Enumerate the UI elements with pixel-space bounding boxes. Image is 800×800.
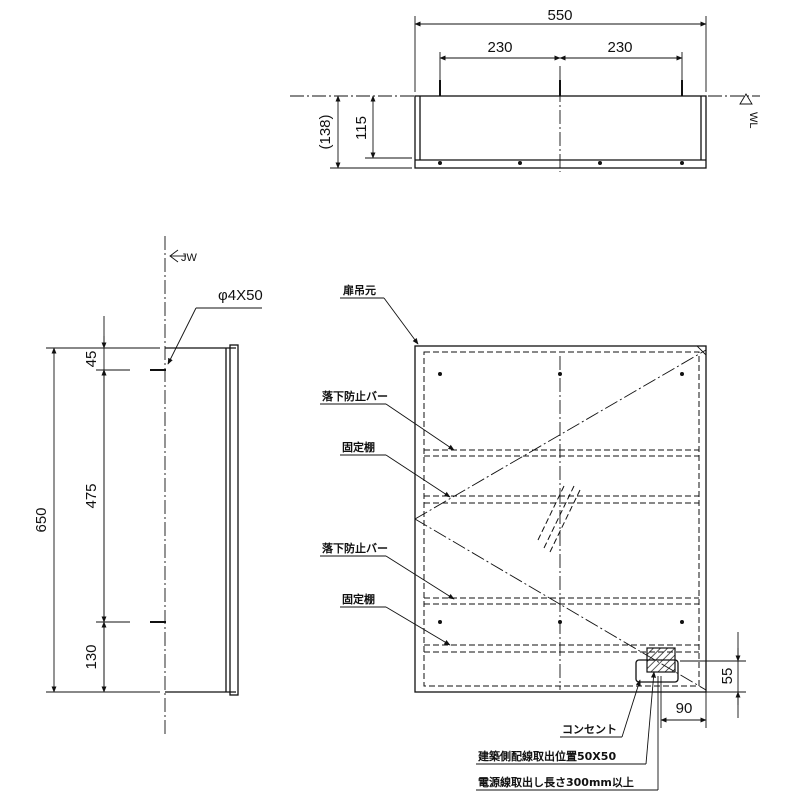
top-view: 550 230 230 WL (138) 115	[290, 7, 760, 172]
label-drop-bar-2: 落下防止バー	[322, 541, 388, 555]
label-cord-length: 電源線取出し長さ300mm以上	[478, 775, 634, 789]
label-wiring-position: 建築側配線取出位置50X50	[478, 749, 616, 763]
dim-total-height: 650	[33, 507, 50, 532]
wl-label: WL	[747, 112, 759, 129]
dim-middle: 475	[83, 483, 100, 508]
jw-label: JW	[181, 252, 198, 264]
label-drop-bar-1: 落下防止バー	[322, 389, 388, 403]
front-view: 扉吊元 落下防止バー 固定棚 落下防止バー 固定棚 55 90 コンセント 建築…	[320, 283, 746, 791]
dim-outlet-offset: 90	[676, 700, 693, 717]
label-outlet: コンセント	[562, 723, 617, 736]
dim-depth-inner: 115	[353, 116, 370, 140]
dim-bottom: 130	[83, 644, 100, 669]
dim-right-span: 230	[607, 39, 632, 56]
side-view: JW φ4X50 650 45 475 130	[33, 236, 263, 734]
dim-depth-total: (138)	[317, 114, 334, 149]
dim-left-span: 230	[487, 39, 512, 56]
dim-overall-width: 550	[547, 7, 572, 24]
dim-outlet-height: 55	[719, 668, 736, 685]
label-fixed-shelf-2: 固定棚	[342, 592, 375, 606]
label-fixed-shelf-1: 固定棚	[342, 440, 375, 454]
dim-top: 45	[83, 351, 100, 368]
screw-label: φ4X50	[218, 287, 263, 304]
label-hinge-side: 扉吊元	[343, 283, 376, 297]
